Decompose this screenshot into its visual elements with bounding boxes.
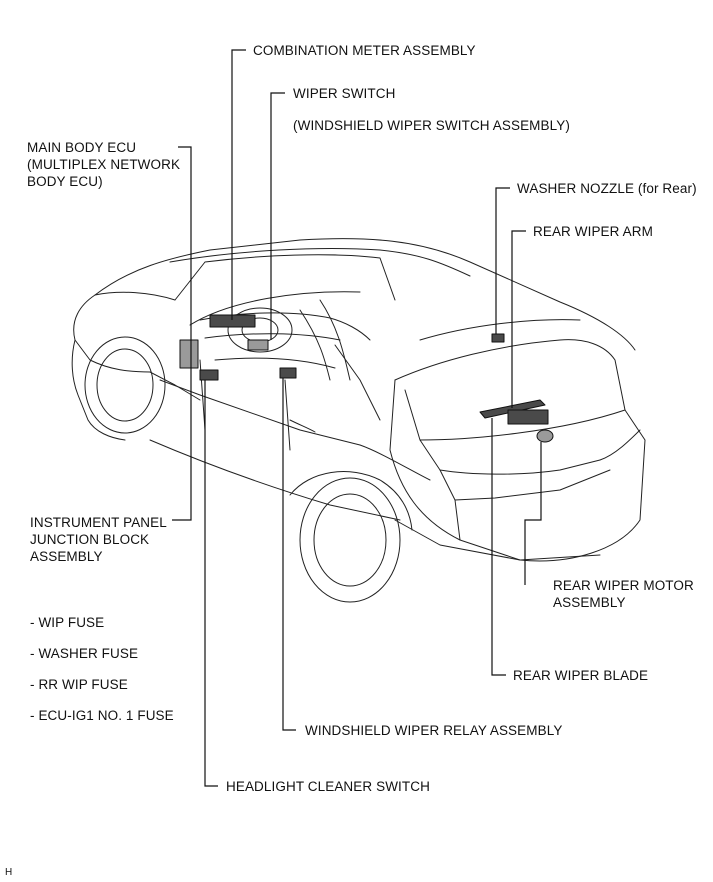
leader-rear-wiper-arm [511,230,526,408]
corner-mark: H [5,867,13,878]
fuse-item: - ECU-IG1 NO. 1 FUSE [30,708,174,723]
fuse-item: - WASHER FUSE [30,646,139,661]
fuse-item: - RR WIP FUSE [30,677,128,692]
label-windshield-wiper-relay: WINDSHIELD WIPER RELAY ASSEMBLY [305,723,563,738]
fuse-item: - WIP FUSE [30,615,105,630]
label-washer-nozzle: WASHER NOZZLE (for Rear) [517,181,697,196]
leader-combination-meter [231,49,246,320]
label-headlight-cleaner-switch: HEADLIGHT CLEANER SWITCH [226,779,430,794]
leader-headlight-cleaner [204,380,218,787]
label-combination-meter: COMBINATION METER ASSEMBLY [253,43,476,58]
leader-relay [282,378,296,731]
leader-rear-wiper-blade [491,418,506,676]
label-rear-wiper-blade: REAR WIPER BLADE [513,668,649,683]
label-main-body-ecu: MAIN BODY ECU (MULTIPLEX NETWORK BODY EC… [27,140,181,189]
label-rear-wiper-arm: REAR WIPER ARM [533,224,653,239]
leader-rear-wiper-motor [524,442,542,585]
leader-wiper-switch [270,92,285,340]
label-instrument-panel-jb: INSTRUMENT PANEL JUNCTION BLOCK ASSEMBLY [30,515,167,564]
label-wiper-switch-sub: (WINDSHIELD WIPER SWITCH ASSEMBLY) [293,118,570,133]
label-wiper-switch: WIPER SWITCH [293,86,396,101]
leader-washer-nozzle [495,187,510,334]
label-rear-wiper-motor: REAR WIPER MOTOR ASSEMBLY [553,578,694,610]
leader-main-body-ecu [172,146,192,521]
